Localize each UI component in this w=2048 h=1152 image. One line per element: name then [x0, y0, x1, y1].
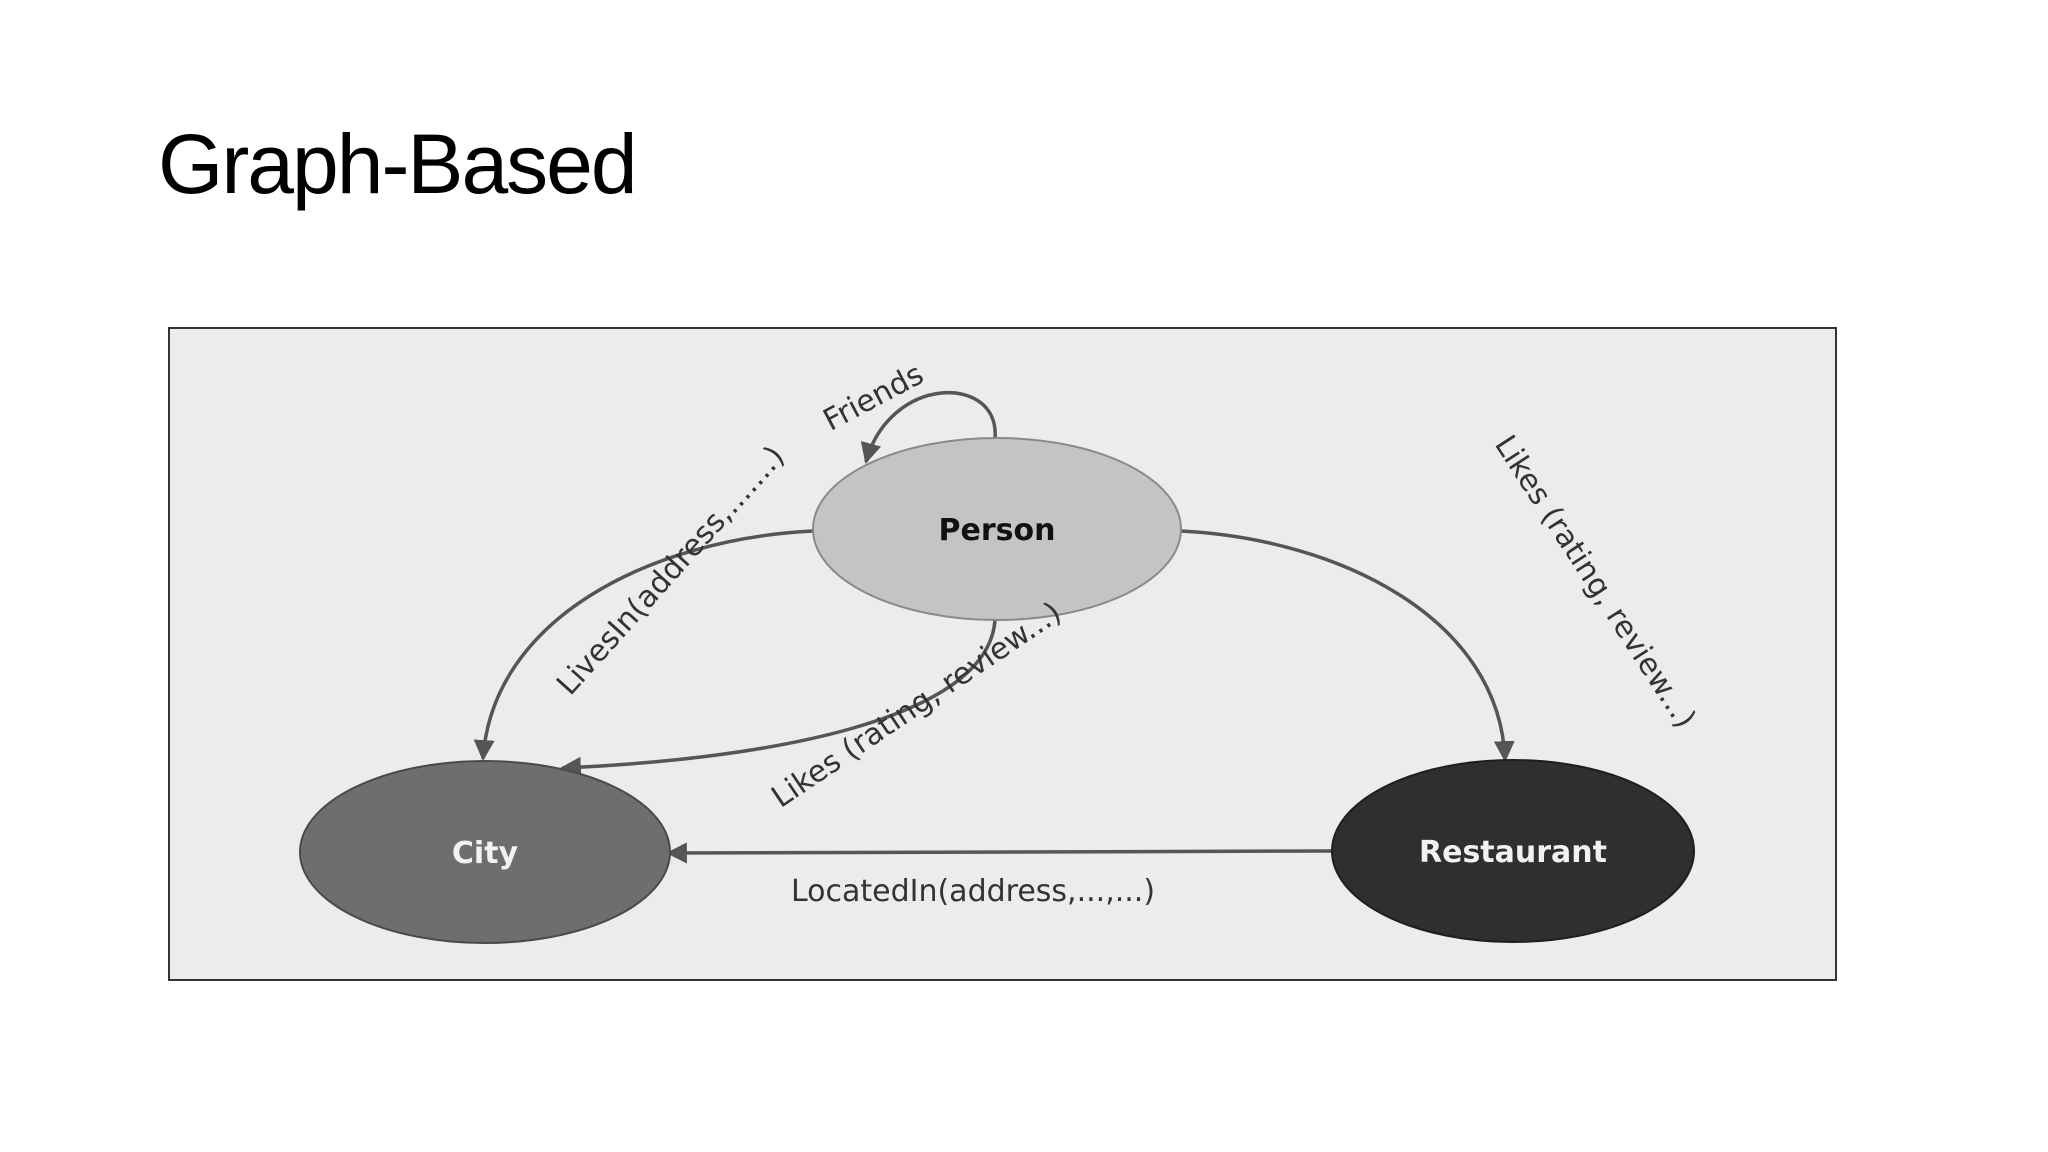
node-person-label: Person — [939, 513, 1056, 548]
slide-title: Graph-Based — [158, 117, 638, 211]
node-person-circle — [812, 437, 1182, 621]
node-city: City — [299, 760, 671, 944]
edge-located-in-label: LocatedIn(address,...,...) — [791, 874, 1155, 909]
edge-lives-in-label: LivesIn(address,.......) — [550, 439, 792, 702]
edge-likes-city — [559, 618, 997, 778]
edge-lives-in — [473, 529, 814, 762]
node-city-label: City — [452, 836, 519, 871]
edge-likes-restaurant-label: Likes (rating, review...) — [1487, 429, 1702, 734]
node-person: Person — [812, 437, 1182, 621]
node-restaurant-circle — [1331, 759, 1695, 943]
graph-diagram: Person City Restaurant Friends LivesIn(a… — [168, 327, 1837, 981]
edge-friends-label: Friends — [818, 357, 930, 439]
edge-likes-city-label: Likes (rating, review...) — [765, 595, 1068, 815]
graph-diagram-canvas: Person City Restaurant Friends LivesIn(a… — [299, 357, 1703, 944]
node-city-circle — [299, 760, 671, 944]
node-restaurant: Restaurant — [1331, 759, 1695, 943]
edge-located-in — [665, 842, 1333, 864]
edge-likes-restaurant — [1180, 529, 1515, 763]
node-restaurant-label: Restaurant — [1419, 835, 1607, 870]
edge-friends — [860, 390, 997, 465]
